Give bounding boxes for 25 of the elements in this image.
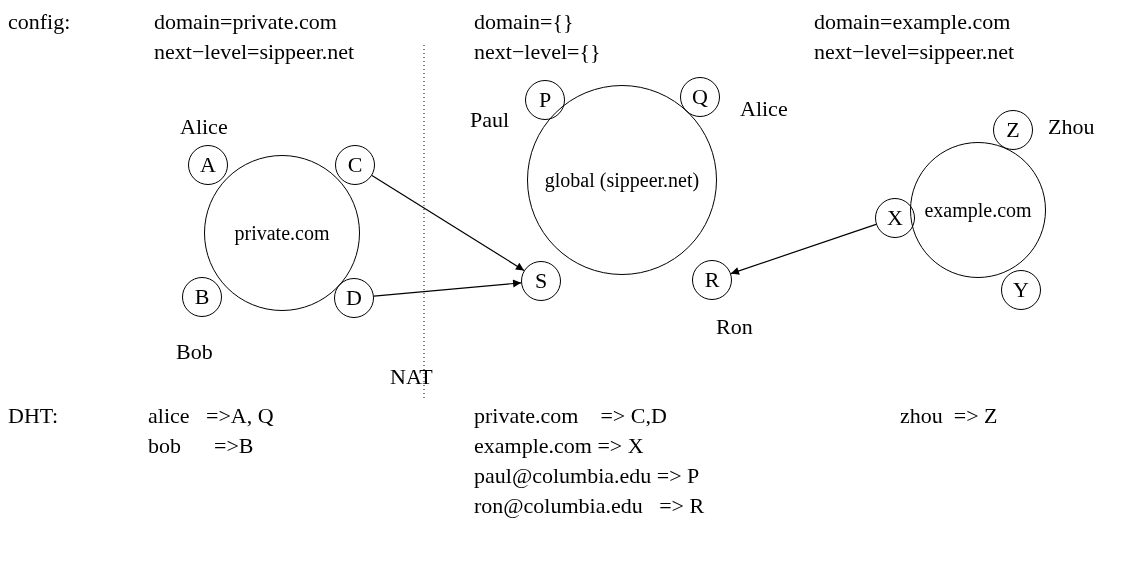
- table-entry: zhou => Z: [900, 404, 998, 428]
- table-entry: bob =>B: [148, 434, 254, 458]
- table-entry: private.com => C,D: [474, 404, 667, 428]
- table-entry: example.com => X: [474, 434, 644, 458]
- peer-name: Ron: [716, 315, 753, 339]
- config-text: next−level=sippeer.net: [814, 40, 1015, 64]
- arrow: [373, 279, 522, 297]
- arrow: [730, 223, 877, 275]
- peer-name: Alice: [740, 97, 788, 121]
- config-text: next−level={}: [474, 40, 601, 64]
- config-text: domain={}: [474, 10, 574, 34]
- section-label: DHT:: [8, 404, 59, 428]
- peer-name: Zhou: [1048, 115, 1095, 139]
- config-text: domain=private.com: [154, 10, 337, 34]
- table-entry: ron@columbia.edu => R: [474, 494, 705, 518]
- arrow: [371, 175, 525, 272]
- config-text: next−level=sippeer.net: [154, 40, 355, 64]
- config-text: domain=example.com: [814, 10, 1011, 34]
- table-entry: paul@columbia.edu => P: [474, 464, 700, 488]
- section-label: config:: [8, 10, 71, 34]
- peer-name: Paul: [470, 108, 510, 132]
- peer-name: Alice: [180, 115, 228, 139]
- table-entry: alice =>A, Q: [148, 404, 274, 428]
- peer-name: Bob: [176, 340, 213, 364]
- boundary-label: NAT: [390, 365, 433, 389]
